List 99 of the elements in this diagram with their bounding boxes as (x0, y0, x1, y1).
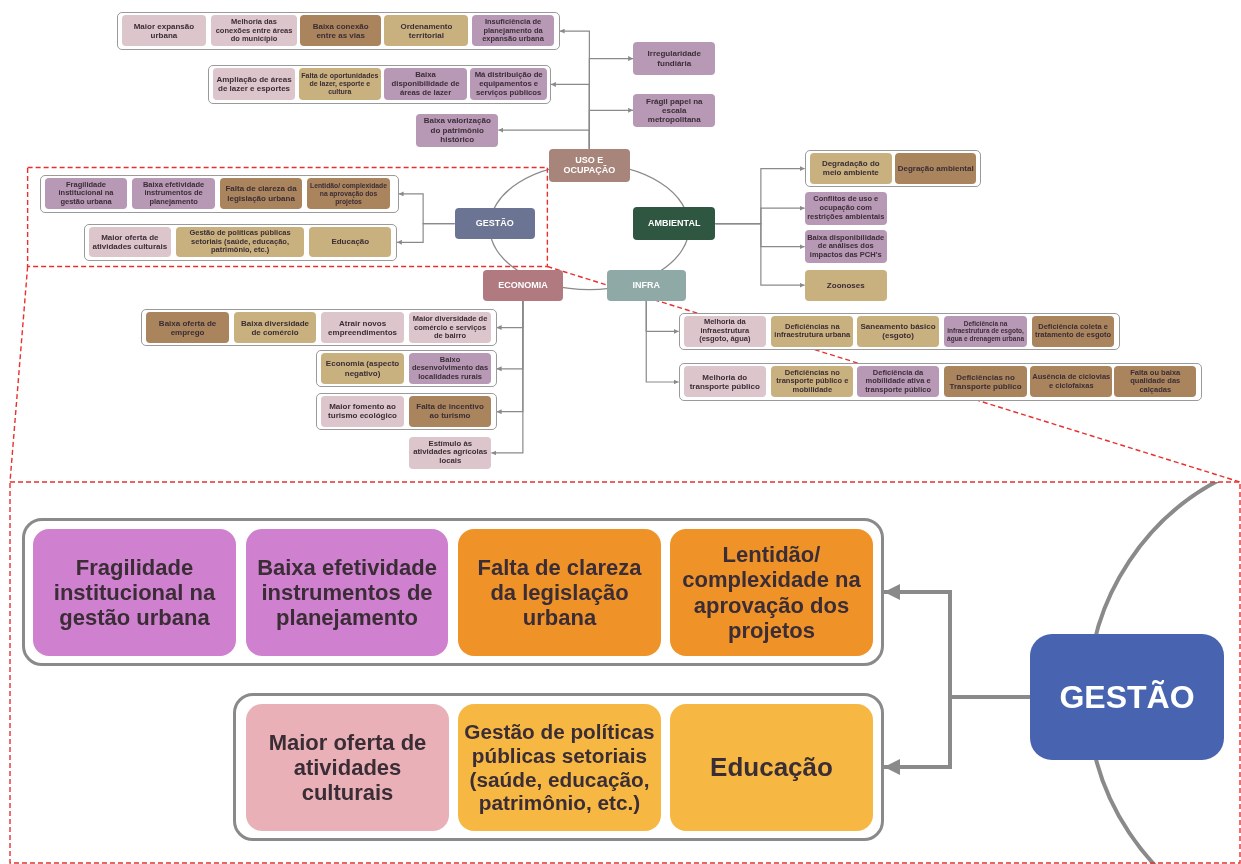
topic-label: Economia (aspecto negativo) (324, 359, 401, 378)
topic-box (246, 529, 448, 656)
connector-arrow (497, 127, 590, 150)
topic-box (670, 529, 873, 656)
topic-label: Maior fomento ao turismo ecológico (327, 402, 398, 421)
topic-box (458, 704, 661, 831)
group-frame (678, 312, 1120, 351)
group-frame (83, 223, 397, 261)
group-frame (316, 350, 497, 388)
category-label: ECONOMIA (498, 280, 548, 291)
topic-box (146, 312, 229, 344)
topic-label: Baixa efetividade instrumentos de planejamento (256, 554, 438, 631)
topic-label: Falta de clareza da legislação urbana (224, 184, 298, 203)
topic-box (212, 68, 296, 101)
topic-box (1030, 366, 1113, 398)
topic-box (408, 396, 492, 427)
group-frame (39, 175, 399, 213)
category-label: GESTÃO (475, 218, 514, 229)
topic-box (132, 178, 215, 210)
category-label: INFRA (632, 280, 660, 291)
topic-box (309, 226, 392, 258)
topic-label: Degradação do meio ambiente (820, 159, 881, 178)
topic-box (88, 226, 171, 258)
topic-label: Maior oferta de atividades culturais (267, 729, 428, 806)
topic-label: Baixa valorização do patrimônio histórico (422, 116, 492, 144)
topic-label: Atrair novos empreendimentos (327, 318, 398, 338)
topic-box (321, 396, 404, 427)
topic-label: Irregularidade fundiária (646, 49, 702, 68)
topic-label: Fragilidade institucional na gestão urbana (52, 554, 217, 631)
category-label: GESTÃO (1059, 678, 1195, 716)
connector-arrow (714, 223, 806, 288)
topic-label: Degração ambiental (897, 163, 974, 173)
connector-arrow (396, 223, 456, 245)
group-frame (678, 363, 1202, 401)
topic-label: Saneamento básico (esgoto) (859, 322, 937, 341)
topic-box (176, 226, 304, 258)
topic-label: Deficiências no Transporte público (948, 372, 1023, 391)
topic-label: Baixa diversidade de comércio (240, 318, 311, 338)
topic-label: Gestão de políticas públicas setoriais (saúde, educação, patrimônio, etc.) (464, 719, 655, 816)
topic-box (233, 312, 317, 344)
topic-box (856, 315, 940, 347)
category-box (454, 208, 536, 239)
topic-box (321, 312, 404, 344)
topic-label: Melhoria do transporte público (688, 372, 761, 391)
topic-box (683, 315, 766, 347)
topic-label: Maior expansão urbana (132, 21, 196, 41)
topic-box (246, 704, 449, 831)
connector-arrow (490, 300, 524, 456)
topic-box (416, 113, 499, 147)
topic-box (771, 315, 854, 347)
topic-box (1031, 315, 1115, 347)
topic-label: Educação (331, 237, 370, 247)
topic-label: Ampliação de áreas de lazer e esportes (215, 75, 293, 94)
category-box (1030, 634, 1224, 760)
topic-box (44, 178, 128, 210)
group-frame (804, 149, 982, 188)
topic-box (944, 366, 1027, 398)
group-frame (116, 12, 560, 50)
connector-arrow (884, 695, 1030, 775)
topic-box (458, 529, 661, 656)
group-frame (207, 65, 551, 104)
topic-box (471, 15, 555, 47)
topic-label: Zoonoses (826, 280, 865, 290)
category-box (549, 148, 630, 182)
topic-label: Lentidão/ complexidade na aprovação dos projetos (681, 541, 862, 644)
category-box (482, 269, 564, 301)
connector-arrow (645, 300, 680, 385)
topic-box (219, 178, 303, 210)
group-frame (22, 518, 884, 666)
category-box (606, 269, 686, 301)
topic-box (683, 366, 766, 398)
topic-label: Ordenamento territorial (399, 21, 454, 41)
topic-box (384, 68, 467, 101)
topic-box (633, 42, 716, 76)
group-frame (141, 309, 497, 346)
topic-box (1114, 366, 1197, 398)
topic-label: Baixa conexão entre as vias (311, 21, 370, 41)
topic-box (804, 269, 887, 301)
group-frame (233, 693, 884, 841)
topic-box (384, 15, 469, 47)
topic-label: Maior oferta de atividades culturais (91, 232, 169, 252)
category-label: USO E OCUPAÇÃO (562, 154, 617, 176)
topic-box (895, 153, 976, 184)
topic-box (121, 15, 206, 47)
topic-box (670, 704, 873, 831)
category-label: AMBIENTAL (648, 218, 701, 229)
topic-label: Falta de clareza da legislação urbana (476, 554, 643, 631)
topic-label: Frágil papel na escala metropolitana (645, 96, 704, 125)
topic-label: Falta de incentivo ao turismo (415, 402, 485, 421)
topic-box (809, 153, 892, 184)
group-frame (316, 393, 497, 431)
category-box (633, 207, 716, 241)
topic-label: Baixa oferta de emprego (157, 318, 218, 338)
topic-box (856, 366, 940, 398)
topic-box (633, 93, 716, 127)
topic-box (33, 529, 236, 656)
topic-box (300, 15, 381, 47)
topic-label: Educação (710, 752, 833, 783)
topic-box (321, 353, 404, 384)
